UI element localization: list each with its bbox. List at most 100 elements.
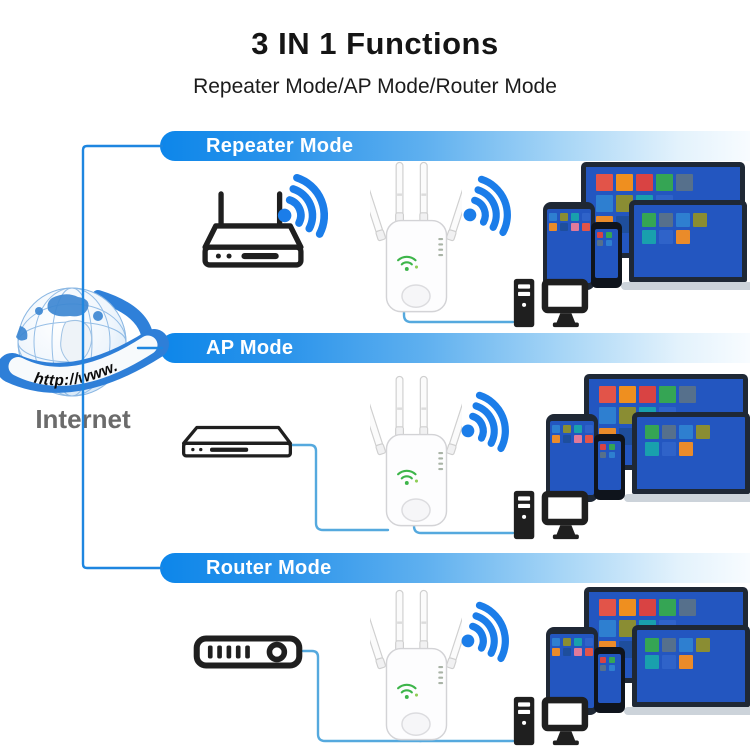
app-tile xyxy=(679,655,693,669)
tablet-screen xyxy=(550,634,594,708)
app-tile xyxy=(563,425,571,433)
app-tile xyxy=(676,174,693,191)
app-tile xyxy=(599,407,616,424)
app-tile xyxy=(659,386,676,403)
app-tile xyxy=(596,195,613,212)
app-tile xyxy=(549,213,557,221)
app-tile xyxy=(619,386,636,403)
broadband-modem-icon xyxy=(193,635,303,669)
laptop-base xyxy=(621,282,750,290)
phone-device xyxy=(594,434,625,500)
laptop-base xyxy=(624,707,750,715)
app-tile xyxy=(606,240,612,246)
app-tile xyxy=(574,425,582,433)
app-tile xyxy=(659,599,676,616)
app-tile xyxy=(642,213,656,227)
app-tile xyxy=(679,442,693,456)
app-tile xyxy=(676,213,690,227)
app-tile xyxy=(676,230,690,244)
banner-label: Repeater Mode xyxy=(206,134,354,157)
app-tile xyxy=(563,435,571,443)
laptop-device xyxy=(624,625,750,717)
internet-label: Internet xyxy=(35,404,131,434)
app-tile xyxy=(609,657,615,663)
app-tile xyxy=(662,442,676,456)
client-devices-group xyxy=(543,158,750,292)
app-tile xyxy=(552,435,560,443)
app-tile xyxy=(639,386,656,403)
app-tile xyxy=(609,444,615,450)
app-tile xyxy=(560,213,568,221)
app-tile xyxy=(585,648,593,656)
banner-ap-mode: AP Mode xyxy=(160,333,750,363)
app-tile xyxy=(599,620,616,637)
app-tile xyxy=(696,425,710,439)
app-tile xyxy=(596,174,613,191)
app-tile xyxy=(552,648,560,656)
app-tile xyxy=(582,213,590,221)
tablet-device xyxy=(543,202,595,290)
desktop-pc-icon xyxy=(512,694,590,748)
app-tile xyxy=(585,638,593,646)
wifi-extender-device xyxy=(370,374,462,530)
laptop-screen xyxy=(632,625,750,707)
app-tile xyxy=(642,230,656,244)
app-tile xyxy=(600,657,606,663)
app-tile xyxy=(659,230,673,244)
app-tile xyxy=(662,425,676,439)
app-tile xyxy=(656,174,673,191)
app-tile xyxy=(679,638,693,652)
app-tile xyxy=(645,425,659,439)
app-tile xyxy=(645,655,659,669)
app-tile xyxy=(619,407,636,424)
app-tile xyxy=(585,435,593,443)
laptop-base xyxy=(624,494,750,502)
app-tile xyxy=(616,174,633,191)
app-tile xyxy=(659,213,673,227)
app-tile xyxy=(616,195,633,212)
phone-device xyxy=(594,647,625,713)
app-tile xyxy=(574,648,582,656)
app-tile xyxy=(597,240,603,246)
app-tile xyxy=(645,442,659,456)
laptop-device xyxy=(621,200,750,292)
app-tile xyxy=(571,223,579,231)
phone-screen xyxy=(595,229,618,278)
app-tile xyxy=(599,599,616,616)
page-title: 3 IN 1 Functions xyxy=(251,26,499,61)
page-subtitle: Repeater Mode/AP Mode/Router Mode xyxy=(193,75,557,98)
banner-router-mode: Router Mode xyxy=(160,553,750,583)
app-tile xyxy=(574,638,582,646)
laptop-device xyxy=(624,412,750,504)
app-tile xyxy=(679,425,693,439)
internet-globe-icon: http://www. xyxy=(0,287,169,397)
tablet-screen xyxy=(550,421,594,495)
app-tile xyxy=(639,599,656,616)
app-tile xyxy=(560,223,568,231)
app-tile xyxy=(597,232,603,238)
app-tile xyxy=(609,452,615,458)
app-tile xyxy=(679,386,696,403)
app-tile xyxy=(599,386,616,403)
app-tile xyxy=(662,638,676,652)
banner-label: Router Mode xyxy=(206,556,332,579)
app-tile xyxy=(549,223,557,231)
app-tile xyxy=(600,444,606,450)
desktop-pc-icon xyxy=(512,276,590,330)
phone-device xyxy=(591,222,622,288)
app-tile xyxy=(585,425,593,433)
header: 3 IN 1 Functions Repeater Mode/AP Mode/R… xyxy=(0,26,750,99)
app-tile xyxy=(645,638,659,652)
app-tile xyxy=(563,648,571,656)
wifi-extender-device xyxy=(370,160,462,316)
tablet-device xyxy=(546,414,598,502)
tablet-screen xyxy=(547,209,591,283)
client-devices-group xyxy=(546,370,750,504)
laptop-screen xyxy=(632,412,750,494)
phone-screen xyxy=(598,654,621,703)
app-tile xyxy=(693,213,707,227)
app-tile xyxy=(552,425,560,433)
app-tile xyxy=(619,620,636,637)
app-tile xyxy=(606,232,612,238)
